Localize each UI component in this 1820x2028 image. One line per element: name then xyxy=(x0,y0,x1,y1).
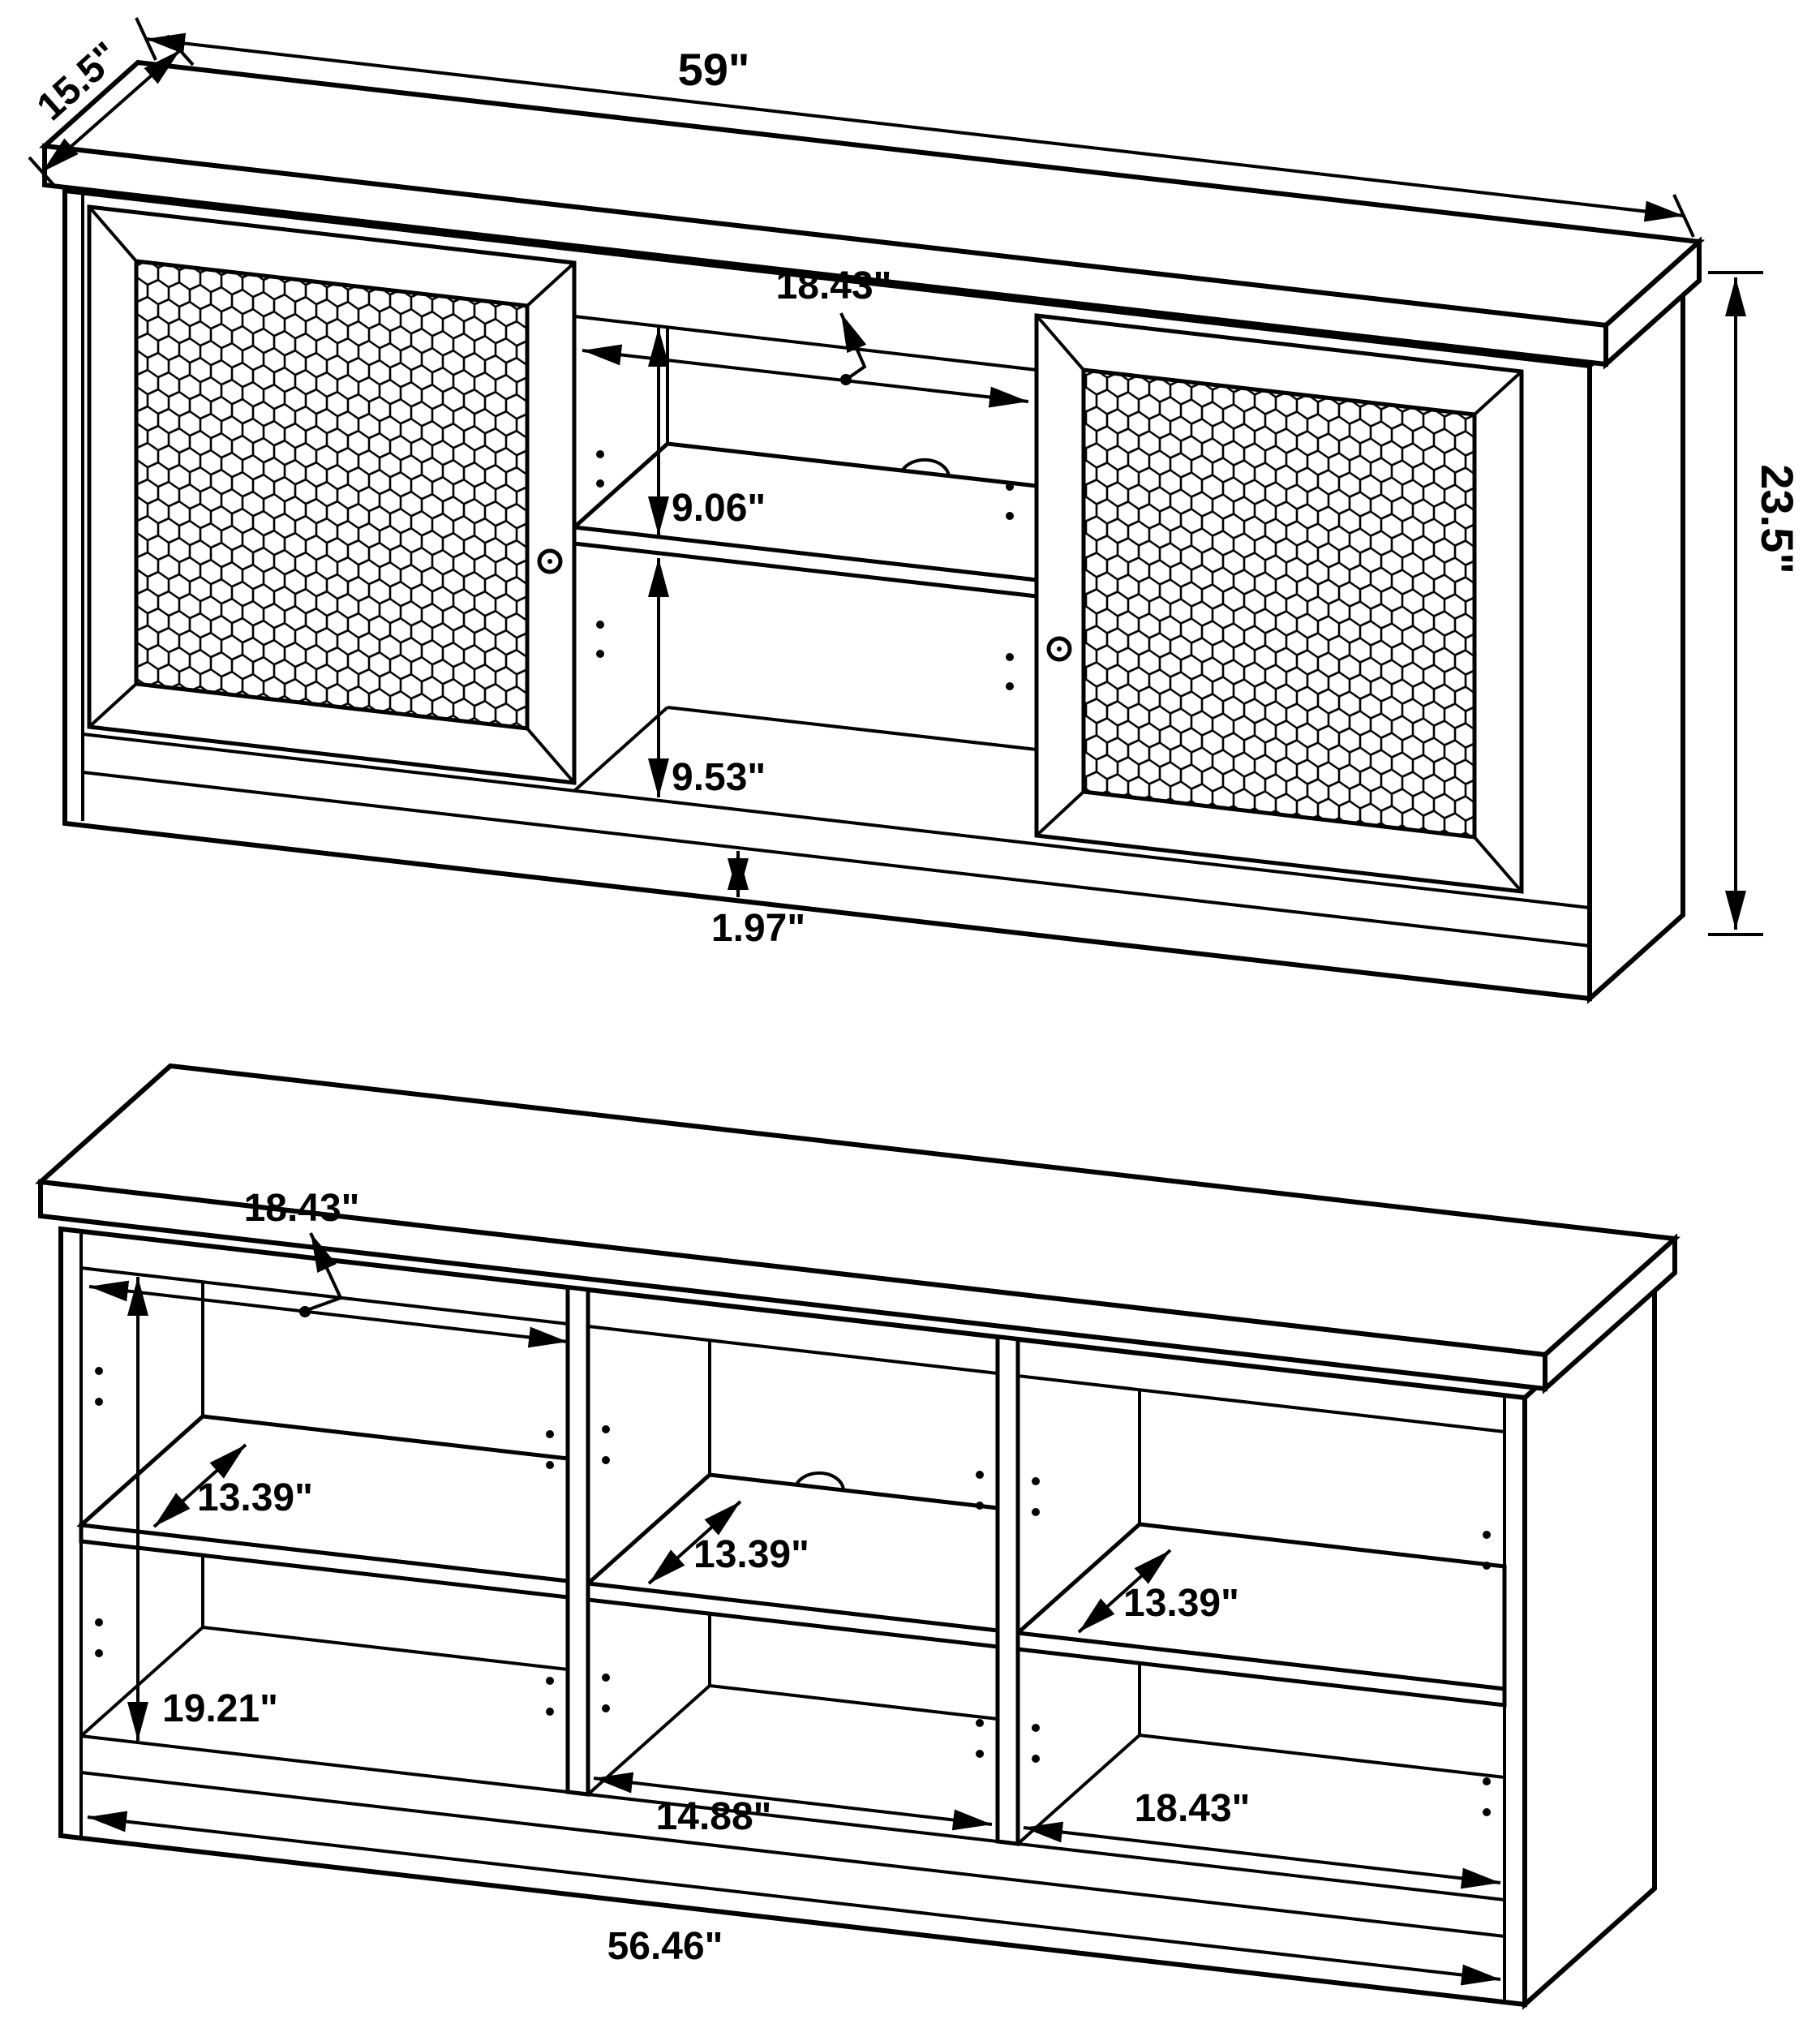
middle-opening-width-label: 14.88" xyxy=(656,1795,772,1838)
dim-left-opening-width: 18.43" xyxy=(88,1187,569,1348)
middle-peg-holes xyxy=(602,1425,984,1758)
compartment-floor-rear-edge xyxy=(667,706,1037,751)
dim-shelf-depth-middle: 13.39" xyxy=(647,1500,809,1585)
cabinet-right-side-panel xyxy=(1587,277,1685,1004)
lower-opening-height-label: 9.53" xyxy=(672,756,766,799)
assembled-view: 15.5" 59" 23.5" 18.43" 9.06" 9.53" xyxy=(28,17,1803,1004)
right-door-mesh xyxy=(1081,367,1477,840)
top-panel-side-face xyxy=(1603,236,1702,370)
left-door-bevels xyxy=(88,205,576,784)
height-label: 23.5" xyxy=(1752,464,1803,574)
shelf-depth-left-label: 13.39" xyxy=(197,1476,313,1519)
shelf-depth-middle-label: 13.39" xyxy=(693,1533,809,1576)
left-peg-holes xyxy=(95,1367,554,1716)
right-opening-width-label: 18.43" xyxy=(1135,1787,1251,1830)
mesh-door-left xyxy=(87,204,577,785)
dim-shelf-depth-right: 13.39" xyxy=(1077,1549,1239,1634)
open-top-panel xyxy=(35,1063,1680,1394)
shelf-depth-right-label: 13.39" xyxy=(1123,1582,1239,1625)
right-door-knob-center xyxy=(1057,647,1062,651)
left-door-knob xyxy=(537,548,563,574)
dim-interior-width: 56.46" xyxy=(87,1811,1501,1986)
interior-height-label: 19.21" xyxy=(162,1687,278,1730)
right-peg-holes xyxy=(1032,1477,1491,1816)
dim-upper-opening-height: 9.06" xyxy=(648,328,766,535)
cable-hole xyxy=(900,458,951,478)
cable-hole-open-view xyxy=(795,1471,845,1491)
divider-right xyxy=(995,1334,1020,1846)
dim-overall-width: 59" xyxy=(135,17,1695,238)
base-and-frame-lines xyxy=(81,195,1590,947)
opening-width-label: 18.43" xyxy=(776,264,892,307)
open-view: 18.43" 19.21" 13.39" 13.39" 13.39" 14.88… xyxy=(35,1063,1680,2010)
dim-lower-opening-height: 9.53" xyxy=(648,558,766,799)
width-label: 59" xyxy=(678,44,750,95)
left-door-mesh xyxy=(134,259,530,731)
divider-left xyxy=(565,1285,590,1797)
left-opening-width-label: 18.43" xyxy=(244,1187,360,1230)
right-door-knob xyxy=(1046,636,1072,662)
left-door-knob-center xyxy=(547,559,552,564)
dim-interior-height: 19.21" xyxy=(127,1277,278,1741)
dim-overall-height: 23.5" xyxy=(1708,271,1803,936)
open-top-panel-side-face xyxy=(1543,1233,1677,1394)
interior-width-label: 56.46" xyxy=(607,1925,723,1968)
dim-toe-kick-height: 1.97" xyxy=(711,851,805,950)
upper-opening-height-label: 9.06" xyxy=(672,487,766,530)
shelf-peg-holes xyxy=(596,450,1014,690)
right-door-bevels xyxy=(1035,314,1523,893)
toe-kick-label: 1.97" xyxy=(711,907,805,950)
mesh-door-right xyxy=(1034,313,1524,894)
dim-shelf-depth-left: 13.39" xyxy=(152,1443,313,1528)
